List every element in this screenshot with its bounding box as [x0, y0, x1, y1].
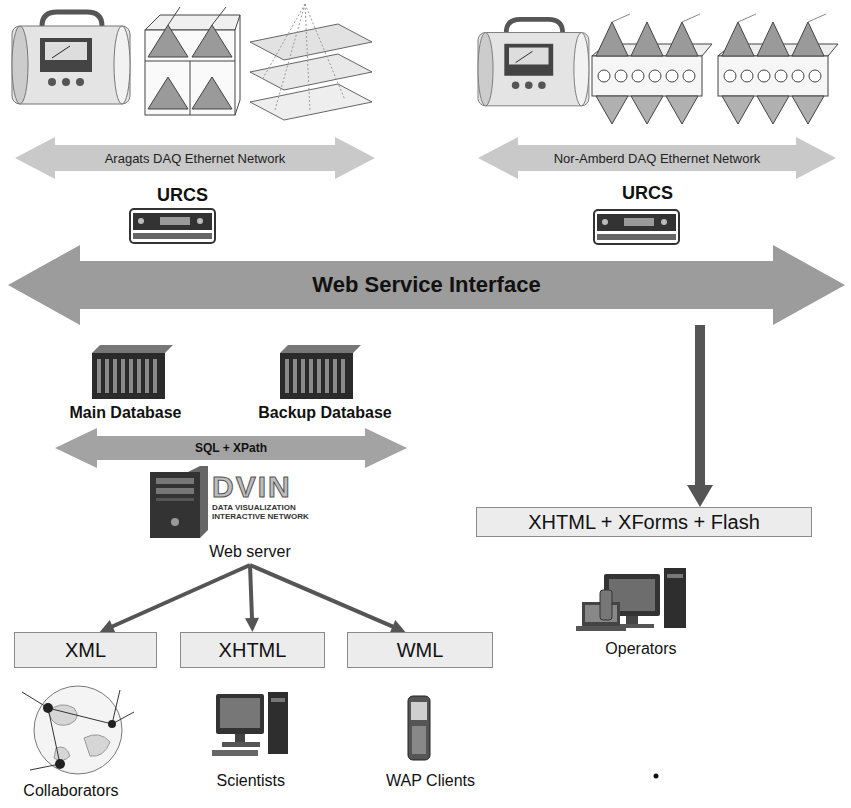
format-box: WML	[347, 632, 493, 668]
band-fill	[478, 137, 836, 179]
detector-module	[592, 14, 712, 124]
connector-arrow	[687, 325, 713, 507]
globe-icon	[22, 686, 134, 774]
band-fill	[8, 245, 845, 325]
router-label: URCS	[140, 183, 225, 207]
interface-band: Web Service Interface	[8, 245, 845, 325]
format-box: XHTML + XForms + Flash	[476, 507, 812, 537]
detector-module	[718, 14, 838, 124]
connector-line	[250, 565, 252, 619]
node-title: XML	[65, 639, 106, 662]
stray-dot	[654, 774, 659, 779]
node-text: DATA VISUALIZATION INTERACTIVE NETWORK	[212, 504, 347, 522]
arrow-head	[100, 620, 116, 633]
node-title: XHTML + XForms + Flash	[528, 511, 760, 534]
connector-line	[112, 565, 250, 627]
node-title: URCS	[157, 185, 208, 206]
phone-icon	[408, 696, 430, 760]
urcs-device	[130, 209, 215, 243]
server-rack	[280, 345, 361, 399]
web-server: DVINDATA VISUALIZATION INTERACTIVE NETWO…	[150, 468, 350, 565]
label-holder: Operators	[604, 639, 677, 658]
server-tower	[150, 466, 208, 538]
radiation-monitor	[12, 12, 130, 104]
client-label: Collaborators	[22, 781, 119, 800]
network-band: Aragats DAQ Ethernet Network	[15, 137, 375, 179]
node-title: Main Database	[69, 404, 181, 422]
database-label: Backup Database	[230, 401, 420, 425]
node-title: Aragats DAQ Ethernet Network	[105, 151, 286, 166]
node-title: URCS	[622, 183, 673, 204]
connector-line	[250, 565, 393, 627]
node-title: WML	[397, 639, 444, 662]
arrow-head	[687, 485, 713, 507]
client-label: Scientists	[216, 771, 286, 790]
client-label: Operators	[604, 639, 677, 658]
network-band: Nor-Amberd DAQ Ethernet Network	[478, 137, 836, 179]
node-title: Backup Database	[258, 404, 391, 422]
computer-icon	[212, 692, 288, 756]
band-fill	[55, 428, 407, 468]
connector-arrow	[250, 565, 405, 633]
arrow-head	[245, 618, 259, 632]
node-title: DVIN	[212, 470, 350, 504]
node-text: Web server	[150, 542, 350, 562]
connector-arrow	[245, 565, 259, 632]
format-box: XHTML	[180, 632, 325, 668]
label-holder: Collaborators	[22, 781, 119, 800]
pyramid-detector	[145, 7, 240, 115]
label-holder: WAP Clients	[386, 771, 476, 790]
database-label: Main Database	[48, 401, 203, 425]
workstation-icon	[576, 568, 686, 631]
server-rack	[92, 345, 173, 399]
node-title: Nor-Amberd DAQ Ethernet Network	[554, 151, 761, 166]
node-title: XHTML	[219, 639, 287, 662]
format-box: XML	[14, 632, 157, 668]
band-fill	[15, 137, 375, 179]
node-title: SQL + XPath	[195, 441, 267, 455]
radiation-monitor	[478, 19, 589, 105]
layered-detector	[250, 4, 372, 120]
client-label: WAP Clients	[386, 771, 476, 790]
query-band: SQL + XPath	[55, 428, 407, 468]
connector-arrow	[100, 565, 250, 633]
router-label: URCS	[600, 181, 695, 205]
urcs-device	[594, 210, 679, 244]
label-holder: Scientists	[216, 771, 286, 790]
arrow-head	[390, 620, 406, 633]
node-title: Web Service Interface	[312, 272, 540, 298]
connector-line	[695, 325, 705, 486]
